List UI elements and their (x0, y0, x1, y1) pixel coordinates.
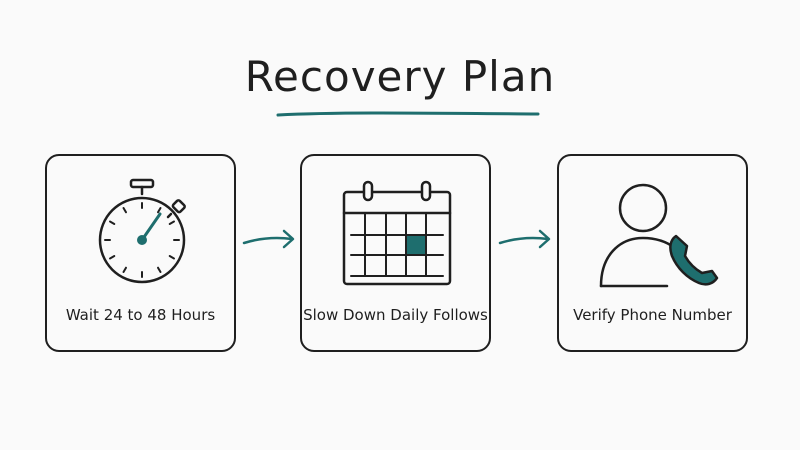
step-label: Wait 24 to 48 Hours (65, 306, 216, 324)
arrow-right-icon (242, 229, 295, 249)
arrow-right-icon (498, 229, 551, 249)
stopwatch-icon (98, 178, 186, 284)
step-label: Verify Phone Number (573, 306, 732, 324)
step-card-verify-phone: Verify Phone Number (557, 154, 748, 352)
title-underline (276, 111, 540, 117)
user-phone-icon (599, 183, 719, 288)
step-label: Slow Down Daily Follows (303, 306, 488, 324)
step-card-slow-down: Slow Down Daily Follows (300, 154, 491, 352)
page-title: Recovery Plan (244, 52, 556, 101)
step-card-wait: Wait 24 to 48 Hours (45, 154, 236, 352)
calendar-icon (342, 180, 452, 286)
